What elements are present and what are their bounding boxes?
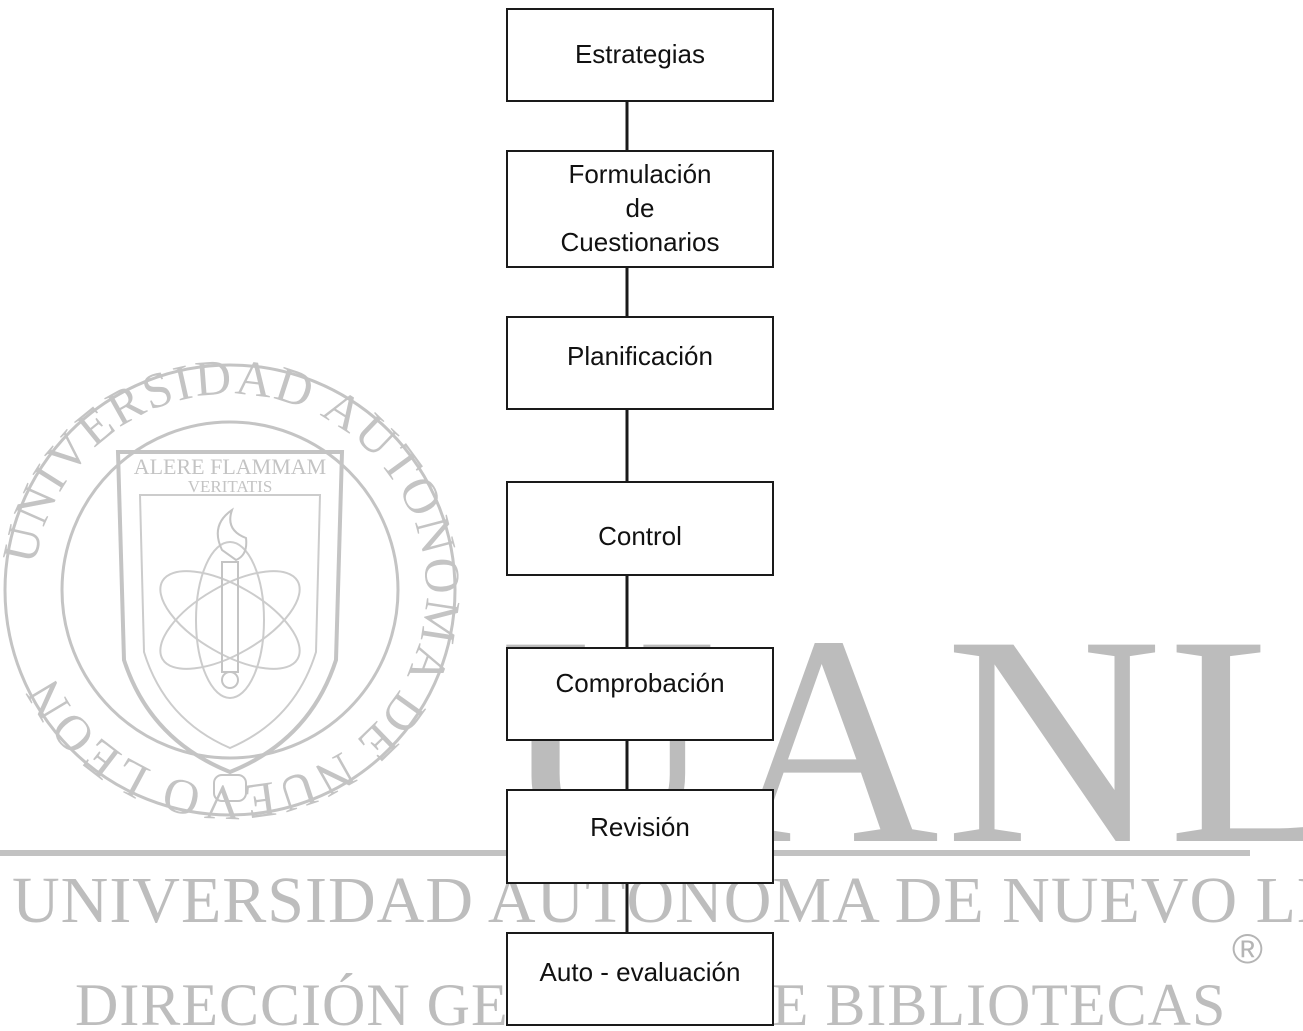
step-label: Auto - evaluación xyxy=(539,957,741,987)
registered-mark-icon: ® xyxy=(1232,925,1263,972)
seal-motto-line-1: ALERE FLAMMAM xyxy=(134,454,327,479)
step-estrategias: Estrategias xyxy=(506,8,774,102)
step-formulacion: Formulación de Cuestionarios xyxy=(506,150,774,268)
step-control: Control xyxy=(506,481,774,576)
step-label: Estrategias xyxy=(574,39,706,70)
step-label: Revisión xyxy=(590,812,690,842)
university-seal-watermark: UNIVERSIDAD AUTONOMA DE NUEVO LEON ALERE… xyxy=(0,360,460,820)
step-label-line-1: Formulación xyxy=(568,159,712,190)
step-autoevaluacion: Auto - evaluación xyxy=(506,932,774,1026)
step-label-line-2: de xyxy=(625,193,655,224)
step-comprobacion: Comprobación xyxy=(506,647,774,741)
step-planificacion: Planificación xyxy=(506,316,774,410)
step-label: Planificación xyxy=(567,341,713,371)
step-label-line-3: Cuestionarios xyxy=(560,226,720,257)
step-revision: Revisión xyxy=(506,789,774,884)
step-label: Control xyxy=(598,520,682,551)
seal-motto-line-2: VERITATIS xyxy=(188,477,273,496)
step-label: Comprobación xyxy=(555,668,725,698)
